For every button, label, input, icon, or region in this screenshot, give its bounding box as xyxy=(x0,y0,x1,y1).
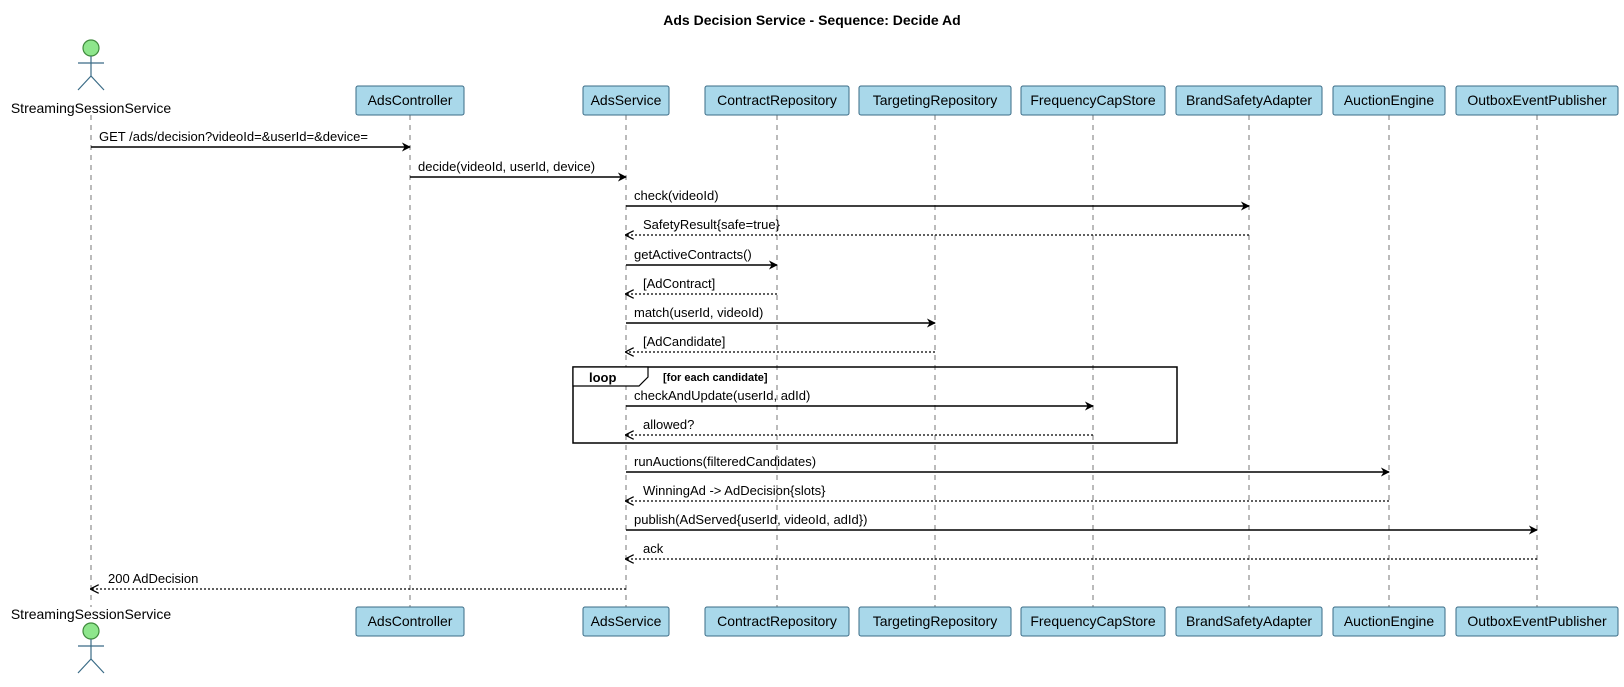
message-label: decide(videoId, userId, device) xyxy=(418,159,595,174)
bottom-participant-freqcap: FrequencyCapStore xyxy=(1020,606,1166,637)
participant-box xyxy=(704,606,850,637)
message-8: checkAndUpdate(userId, adId) xyxy=(626,388,1094,411)
participant-box xyxy=(858,606,1012,637)
participant-label: TargetingRepository xyxy=(873,92,998,108)
loop-keyword: loop xyxy=(589,370,616,385)
participant-box xyxy=(355,606,465,637)
top-actor-label: StreamingSessionService xyxy=(11,100,172,116)
message-label: SafetyResult{safe=true} xyxy=(643,217,781,232)
participant-label: AdsController xyxy=(368,613,453,629)
message-label: checkAndUpdate(userId, adId) xyxy=(634,388,810,403)
message-label: getActiveContracts() xyxy=(634,247,752,262)
participant-box xyxy=(858,85,1012,116)
message-label: check(videoId) xyxy=(634,188,719,203)
participant-label: AdsService xyxy=(591,613,662,629)
message-label: publish(AdServed{userId, videoId, adId}) xyxy=(634,512,867,527)
top-participant-outbox: OutboxEventPublisher xyxy=(1455,85,1619,116)
message-2: check(videoId) xyxy=(626,188,1250,211)
message-1: decide(videoId, userId, device) xyxy=(410,159,627,182)
participant-label: TargetingRepository xyxy=(873,613,998,629)
message-label: [AdCandidate] xyxy=(643,334,725,349)
participant-box xyxy=(1332,85,1446,116)
participant-box xyxy=(1175,85,1323,116)
message-label: ack xyxy=(643,541,664,556)
participant-heads-top: StreamingSessionService AdsController AdsS… xyxy=(11,39,1619,116)
participant-box xyxy=(1332,606,1446,637)
message-label: WinningAd -> AdDecision{slots} xyxy=(643,483,826,498)
participant-box xyxy=(704,85,850,116)
participant-box xyxy=(1455,85,1619,116)
participant-label: FrequencyCapStore xyxy=(1030,613,1156,629)
top-actor: StreamingSessionService xyxy=(11,39,172,116)
message-label: allowed? xyxy=(643,417,694,432)
message-label: [AdContract] xyxy=(643,276,715,291)
message-label: GET /ads/decision?videoId=&userId=&devic… xyxy=(99,129,368,144)
message-14: 200 AdDecision xyxy=(91,571,626,589)
loop-frame xyxy=(572,366,1178,444)
actor-head-icon xyxy=(82,622,100,640)
participant-box xyxy=(1175,606,1323,637)
participant-label: AdsController xyxy=(368,92,453,108)
participant-label: FrequencyCapStore xyxy=(1030,92,1156,108)
messages: GET /ads/decision?videoId=&userId=&devic… xyxy=(91,129,1538,589)
participant-box xyxy=(1020,85,1166,116)
participant-label: ContractRepository xyxy=(717,613,837,629)
bottom-participant-service: AdsService xyxy=(582,606,670,637)
bottom-participant-auction: AuctionEngine xyxy=(1332,606,1446,637)
top-participant-auction: AuctionEngine xyxy=(1332,85,1446,116)
participant-box xyxy=(1020,606,1166,637)
participant-box xyxy=(355,85,465,116)
actor-right-leg-icon xyxy=(90,658,105,674)
loop-fragment: loop [for each candidate] xyxy=(572,366,1178,444)
lifelines xyxy=(90,115,1538,607)
participant-label: AuctionEngine xyxy=(1344,613,1435,629)
bottom-participant-outbox: OutboxEventPublisher xyxy=(1455,606,1619,637)
participant-label: OutboxEventPublisher xyxy=(1467,92,1607,108)
top-participant-brandsafety: BrandSafetyAdapter xyxy=(1175,85,1323,116)
message-13: ack xyxy=(626,541,1537,559)
message-label: match(userId, videoId) xyxy=(634,305,763,320)
message-9: allowed? xyxy=(626,417,1093,435)
bottom-participant-controller: AdsController xyxy=(355,606,465,637)
participant-box xyxy=(582,606,670,637)
message-5: [AdContract] xyxy=(626,276,777,294)
message-7: [AdCandidate] xyxy=(626,334,935,352)
loop-tab xyxy=(572,366,649,387)
top-participant-contracts: ContractRepository xyxy=(704,85,850,116)
participant-label: OutboxEventPublisher xyxy=(1467,613,1607,629)
message-4: getActiveContracts() xyxy=(626,247,778,270)
actor-head-icon xyxy=(82,39,100,57)
top-participant-freqcap: FrequencyCapStore xyxy=(1020,85,1166,116)
actor-left-leg-icon xyxy=(77,658,92,674)
participant-box xyxy=(582,85,670,116)
message-3: SafetyResult{safe=true} xyxy=(626,217,1249,235)
diagram-title: Ads Decision Service - Sequence: Decide … xyxy=(663,12,960,28)
top-participant-targeting: TargetingRepository xyxy=(858,85,1012,116)
participant-box xyxy=(1455,606,1619,637)
message-0: GET /ads/decision?videoId=&userId=&devic… xyxy=(91,129,411,152)
participant-label: BrandSafetyAdapter xyxy=(1186,613,1312,629)
top-participant-service: AdsService xyxy=(582,85,670,116)
participant-label: AuctionEngine xyxy=(1344,92,1435,108)
participant-label: AdsService xyxy=(591,92,662,108)
participant-heads-bottom: StreamingSessionService AdsController AdsS… xyxy=(11,606,1619,674)
message-6: match(userId, videoId) xyxy=(626,305,936,328)
loop-guard: [for each candidate] xyxy=(663,372,768,384)
bottom-participant-brandsafety: BrandSafetyAdapter xyxy=(1175,606,1323,637)
message-12: publish(AdServed{userId, videoId, adId}) xyxy=(626,512,1538,535)
actor-right-leg-icon xyxy=(90,75,105,91)
message-label: 200 AdDecision xyxy=(108,571,198,586)
bottom-participant-contracts: ContractRepository xyxy=(704,606,850,637)
bottom-actor: StreamingSessionService xyxy=(11,606,172,674)
message-10: runAuctions(filteredCandidates) xyxy=(626,454,1390,477)
bottom-actor-label: StreamingSessionService xyxy=(11,606,172,622)
bottom-participant-targeting: TargetingRepository xyxy=(858,606,1012,637)
actor-left-leg-icon xyxy=(77,75,92,91)
message-label: runAuctions(filteredCandidates) xyxy=(634,454,816,469)
message-11: WinningAd -> AdDecision{slots} xyxy=(626,483,1389,501)
participant-label: BrandSafetyAdapter xyxy=(1186,92,1312,108)
top-participant-controller: AdsController xyxy=(355,85,465,116)
participant-label: ContractRepository xyxy=(717,92,837,108)
